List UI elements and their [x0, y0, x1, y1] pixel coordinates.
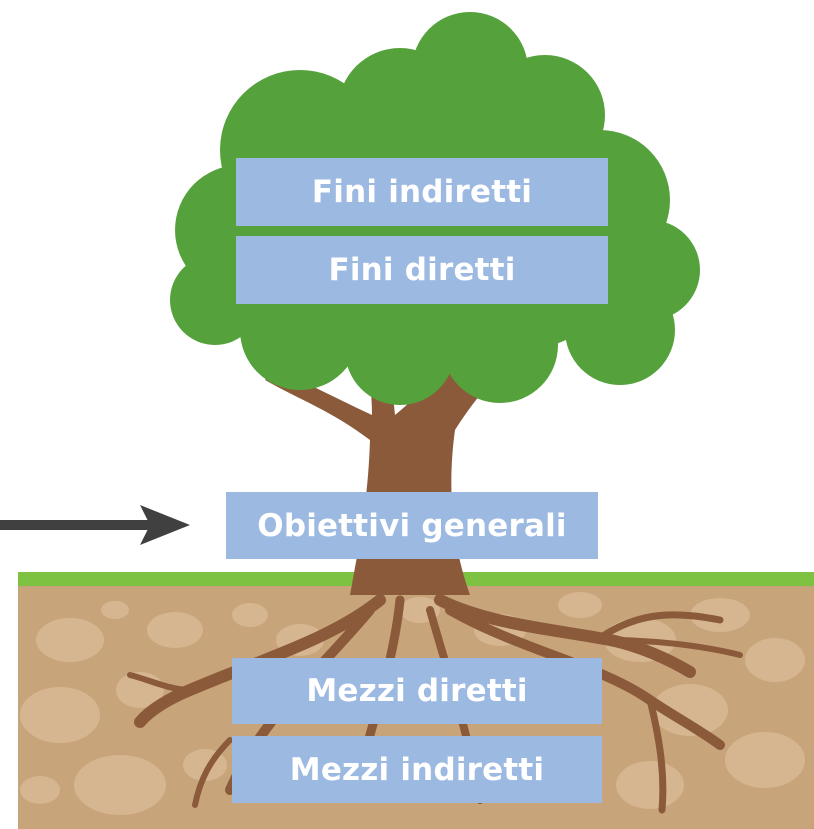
- label-fini-indiretti: Fini indiretti: [236, 158, 608, 226]
- right-arrow-icon: [0, 505, 190, 545]
- label-mezzi-indiretti: Mezzi indiretti: [232, 736, 602, 803]
- label-fini-diretti: Fini diretti: [236, 236, 608, 304]
- label-mezzi-diretti: Mezzi diretti: [232, 658, 602, 724]
- label-obiettivi-generali: Obiettivi generali: [226, 492, 598, 559]
